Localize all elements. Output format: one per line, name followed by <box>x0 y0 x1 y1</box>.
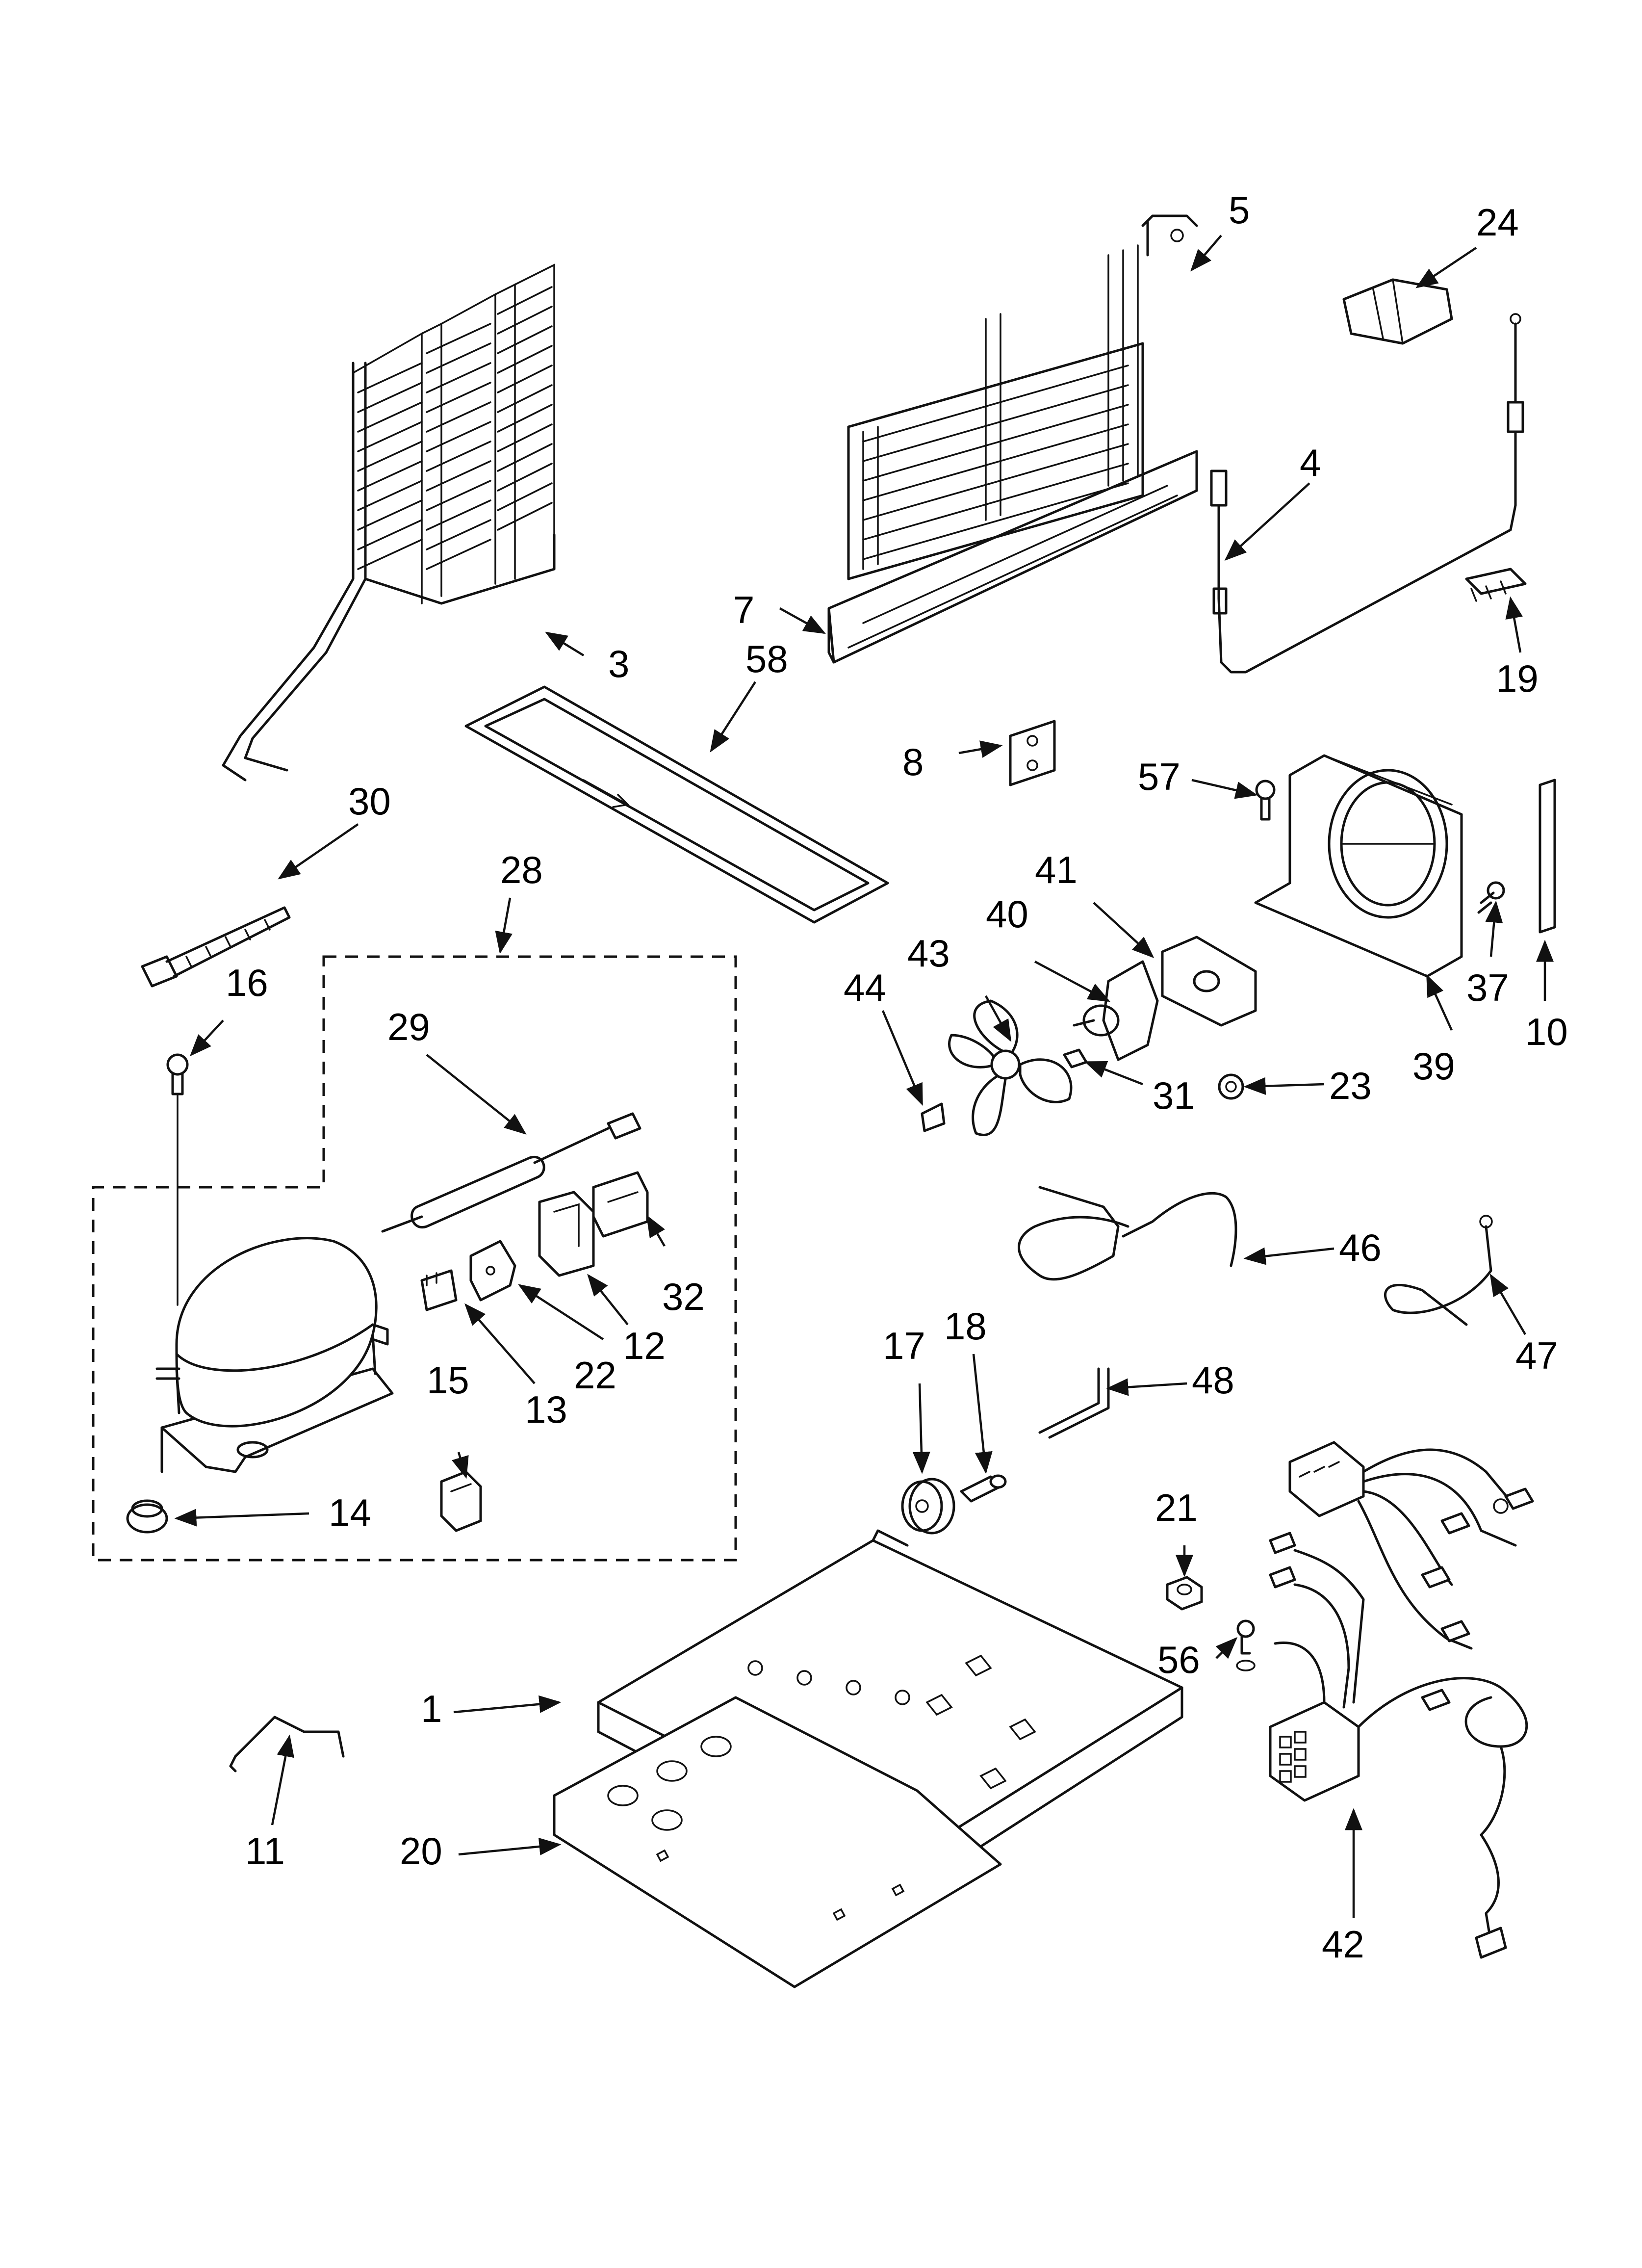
callout-22: 22 <box>574 1354 616 1397</box>
callout-14: 14 <box>329 1491 371 1534</box>
clip-wire-11 <box>229 1716 345 1773</box>
gasket-10 <box>1539 779 1556 934</box>
leader-lines <box>174 235 1554 1918</box>
relay-cover-12 <box>538 1191 595 1277</box>
evaporator <box>847 214 1198 580</box>
screw-37 <box>1477 881 1505 914</box>
grommet-14 <box>126 1499 168 1534</box>
overload-13 <box>420 1269 458 1311</box>
callout-16: 16 <box>226 961 268 1004</box>
callout-19: 19 <box>1496 657 1539 700</box>
compressor <box>155 1237 394 1473</box>
sensor-harness-4 <box>1210 313 1524 674</box>
callout-47: 47 <box>1515 1334 1558 1377</box>
callout-48: 48 <box>1192 1358 1234 1402</box>
drain-pan <box>464 685 889 924</box>
fan-motor <box>1073 960 1159 1061</box>
condenser-coil <box>222 263 556 782</box>
callout-23: 23 <box>1329 1064 1372 1107</box>
callout-5: 5 <box>1229 188 1250 232</box>
callout-42: 42 <box>1322 1923 1364 1966</box>
filter-drier <box>381 1112 641 1233</box>
bracket-32 <box>592 1171 649 1238</box>
callout-58: 58 <box>745 637 788 680</box>
callout-18: 18 <box>944 1304 987 1348</box>
callout-44: 44 <box>844 966 886 1009</box>
nut-31 <box>1063 1048 1088 1069</box>
bolt-18 <box>960 1474 1007 1503</box>
callout-41: 41 <box>1035 848 1078 891</box>
tie-wrap <box>141 906 291 988</box>
roller-17 <box>901 1478 955 1535</box>
callout-1: 1 <box>421 1687 442 1730</box>
screw-56 <box>1236 1619 1256 1671</box>
screw-16 <box>166 1053 189 1306</box>
callout-4: 4 <box>1300 441 1321 484</box>
callout-10: 10 <box>1525 1010 1568 1053</box>
relay-22 <box>469 1240 516 1302</box>
grommet-23 <box>1218 1073 1244 1100</box>
fan-blade <box>948 999 1073 1136</box>
clip-8 <box>1009 720 1056 786</box>
callout-11: 11 <box>245 1829 285 1873</box>
callout-29: 29 <box>387 1005 430 1048</box>
callout-20: 20 <box>400 1829 442 1873</box>
callout-21: 21 <box>1155 1486 1198 1529</box>
nut-21 <box>1166 1576 1203 1611</box>
callout-37: 37 <box>1466 966 1509 1009</box>
callout-15: 15 <box>427 1358 469 1402</box>
fan-shroud <box>1254 754 1463 978</box>
clip-19 <box>1465 568 1527 602</box>
callout-32: 32 <box>662 1275 705 1318</box>
screw-57 <box>1255 780 1276 821</box>
callout-3: 3 <box>608 642 629 685</box>
drain-trough <box>827 450 1198 664</box>
retainer-44 <box>921 1102 946 1132</box>
callout-56: 56 <box>1157 1638 1200 1681</box>
callout-8: 8 <box>902 740 924 783</box>
callout-7: 7 <box>733 588 754 631</box>
wiring-harness <box>1269 1441 1534 1959</box>
drain-tube-46 <box>1018 1186 1237 1281</box>
callout-31: 31 <box>1153 1074 1195 1117</box>
callout-labels: 1 3 4 5 7 8 10 11 12 13 14 15 16 17 18 1… <box>226 188 1568 1966</box>
clip-15 <box>440 1470 482 1532</box>
tube-48 <box>1038 1367 1110 1439</box>
callout-28: 28 <box>500 848 543 891</box>
callout-57: 57 <box>1138 755 1180 798</box>
callout-46: 46 <box>1339 1226 1382 1269</box>
callout-24: 24 <box>1476 201 1519 244</box>
condenser-fins <box>357 286 553 570</box>
callout-43: 43 <box>907 932 950 975</box>
callout-40: 40 <box>986 892 1028 936</box>
motor-bracket-41 <box>1161 936 1257 1027</box>
compressor-kit-boundary <box>92 955 737 1562</box>
callout-30: 30 <box>348 780 391 823</box>
cover-24 <box>1342 278 1453 345</box>
callout-12: 12 <box>623 1324 666 1367</box>
callout-13: 13 <box>525 1388 567 1431</box>
tube-47 <box>1384 1215 1493 1326</box>
mounting-plate <box>553 1696 1002 1988</box>
callout-17: 17 <box>883 1324 925 1367</box>
callout-39: 39 <box>1412 1044 1455 1088</box>
